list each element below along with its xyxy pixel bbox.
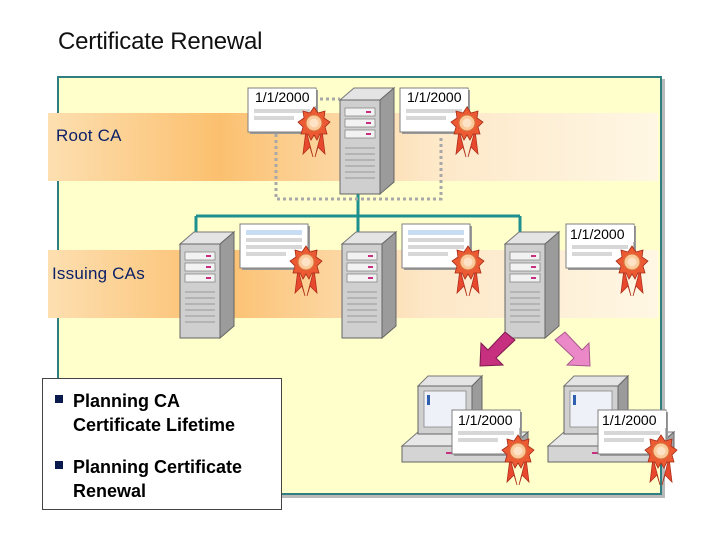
- bullet-item: Planning Certificate Renewal: [55, 455, 242, 503]
- issuing-ca-3: 1/1/2000: [504, 223, 649, 339]
- root-ca-server: [339, 87, 395, 195]
- root-ca-label: Root CA: [56, 126, 122, 145]
- issuing-ca-3-cert-date: 1/1/2000: [570, 226, 625, 242]
- renewal-dotted-lines: [274, 97, 443, 201]
- bullet-item: Planning CA Certificate Lifetime: [55, 389, 235, 437]
- bullet-line: Planning Certificate: [73, 457, 243, 477]
- client-left-cert-date: 1/1/2000: [458, 412, 513, 428]
- bullet-marker-icon: [55, 395, 63, 403]
- issuing-ca-label: Issuing CAs: [52, 264, 145, 283]
- issuing-ca-1: [179, 223, 323, 339]
- client-workstation-left: 1/1/2000: [401, 375, 535, 486]
- root-ca-cert-right: 1/1/2000: [399, 87, 484, 158]
- root-ca-cert-left-date: 1/1/2000: [255, 89, 310, 105]
- bullet-list: Planning CA Certificate Lifetime Plannin…: [42, 378, 282, 510]
- bullet-line: Planning CA: [73, 391, 180, 411]
- client-workstation-right: 1/1/2000: [547, 375, 678, 486]
- client-right-cert-date: 1/1/2000: [602, 412, 657, 428]
- root-ca-cert-right-date: 1/1/2000: [407, 89, 462, 105]
- bullet-line: Renewal: [73, 481, 147, 501]
- arrow-down-right-icon: [554, 331, 591, 367]
- hierarchy-connectors: [194, 193, 522, 234]
- arrow-down-left-icon: [479, 331, 516, 367]
- page-title: Certificate Renewal: [58, 28, 263, 55]
- bullet-line: Certificate Lifetime: [73, 415, 236, 435]
- issuing-ca-2: [341, 223, 485, 339]
- root-ca-cert-left: 1/1/2000: [247, 87, 331, 158]
- bullet-marker-icon: [55, 461, 63, 469]
